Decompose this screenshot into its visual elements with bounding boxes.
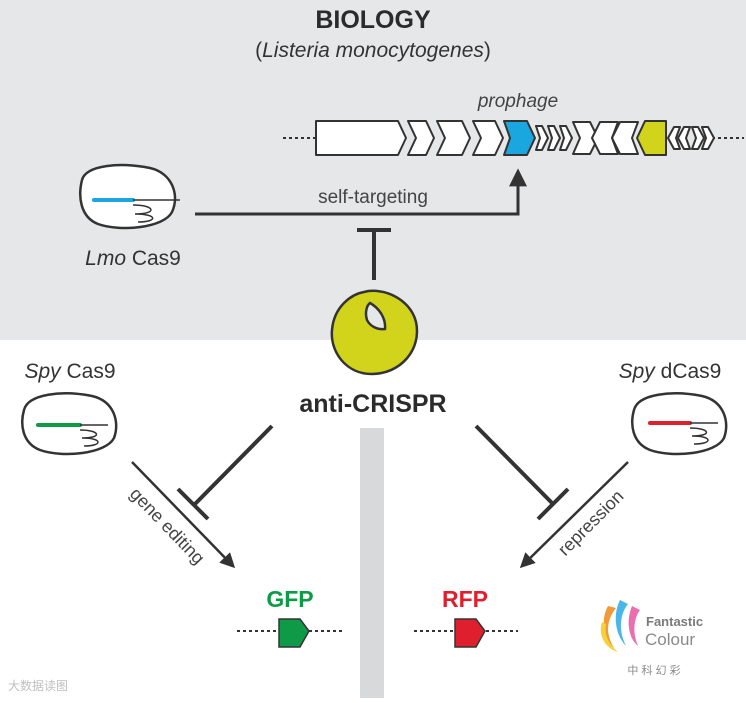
rfp-label: RFP: [442, 586, 488, 612]
logo-line1: Fantastic: [646, 614, 703, 629]
gene-arrow: [667, 126, 681, 150]
logo-chinese: 中 科 幻 彩: [627, 663, 680, 677]
spy-cas9-icon: [21, 392, 118, 456]
self-targeting-arrow: [195, 168, 527, 216]
gene-arrow: [315, 120, 407, 156]
spy-dcas9-icon: [631, 392, 728, 456]
prophage-label: prophage: [477, 91, 558, 112]
inhibition-bar-left: [176, 487, 210, 521]
inhibition-line-left: [193, 424, 274, 506]
repression-arrow: [519, 461, 629, 569]
gene-arrow: [407, 120, 435, 156]
gene-arrow: [559, 125, 573, 151]
gfp-gene-arrow: [278, 618, 310, 648]
gene-arrow: [691, 126, 705, 150]
gene-arrow: [701, 126, 715, 150]
spy-dcas9-label: Spy dCas9: [619, 360, 722, 383]
gene-editing-arrow: [131, 461, 236, 569]
organism-subtitle: (Listeria monocytogenes): [255, 39, 491, 62]
lmo-cas9-label: Lmo Cas9: [85, 247, 181, 270]
gene-arrow: [547, 125, 561, 151]
watermark-text: 大数据读图: [8, 678, 68, 693]
inhibition-bar-right: [536, 487, 570, 521]
panel-title: BIOLOGY: [315, 6, 431, 34]
gene-editing-label: gene editing: [126, 484, 209, 568]
gene-arrow: [677, 126, 691, 150]
anti-crispr-protein-icon: [330, 289, 419, 376]
lmo-cas9-icon: [79, 163, 180, 230]
self-targeting-label: self-targeting: [318, 187, 428, 208]
gene-arrow: [535, 125, 549, 151]
logo-line2: Colour: [645, 630, 695, 649]
anti-crispr-label: anti-CRISPR: [299, 390, 446, 418]
gene-arrow: [572, 121, 599, 155]
acr-gene-arrow-yellow: [636, 120, 667, 156]
acr-gene-arrow: [503, 120, 536, 156]
gene-arrow: [472, 120, 504, 156]
center-divider: [360, 428, 384, 698]
prophage-genome: [283, 120, 744, 156]
gfp-label: GFP: [266, 586, 313, 612]
rfp-gene-arrow: [454, 618, 486, 648]
fantastic-colour-logo: Fantastic Colour 中 科 幻 彩: [600, 600, 703, 677]
gene-arrow: [611, 121, 639, 155]
spy-cas9-label: Spy Cas9: [24, 360, 115, 383]
gene-arrow: [436, 120, 471, 156]
inhibition-line-right: [474, 424, 555, 506]
